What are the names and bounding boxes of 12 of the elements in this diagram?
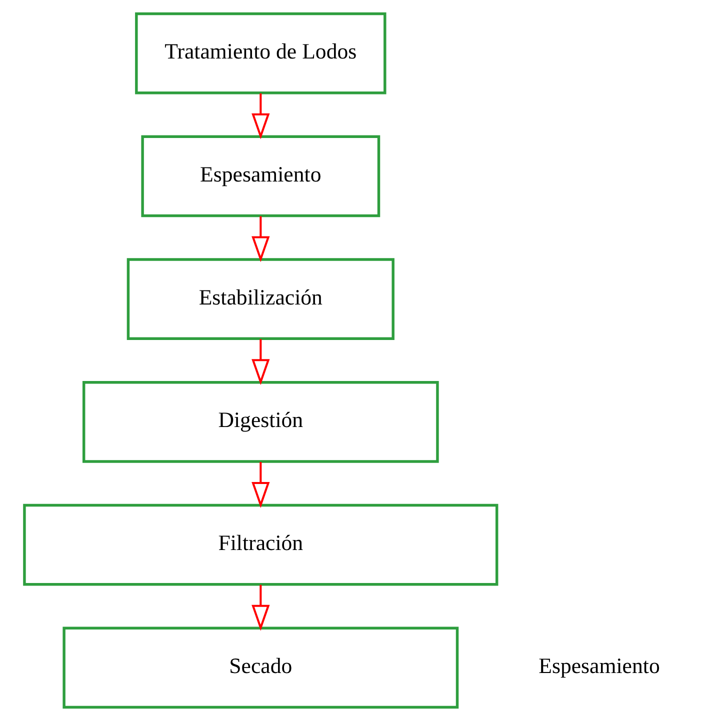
- node-box: Filtración: [23, 504, 498, 586]
- arrow: [252, 339, 270, 386]
- node-box: Estabilización: [126, 258, 394, 340]
- node-box: Secado: [62, 626, 459, 709]
- arrow: [252, 93, 270, 140]
- label: Espesamiento: [538, 654, 660, 678]
- node-box: Tratamiento de Lodos: [135, 12, 386, 94]
- node-box: Espesamiento: [141, 135, 380, 218]
- node-box: Digestión: [82, 380, 439, 463]
- arrow: [252, 584, 270, 631]
- arrow: [252, 216, 270, 262]
- arrow: [252, 462, 270, 508]
